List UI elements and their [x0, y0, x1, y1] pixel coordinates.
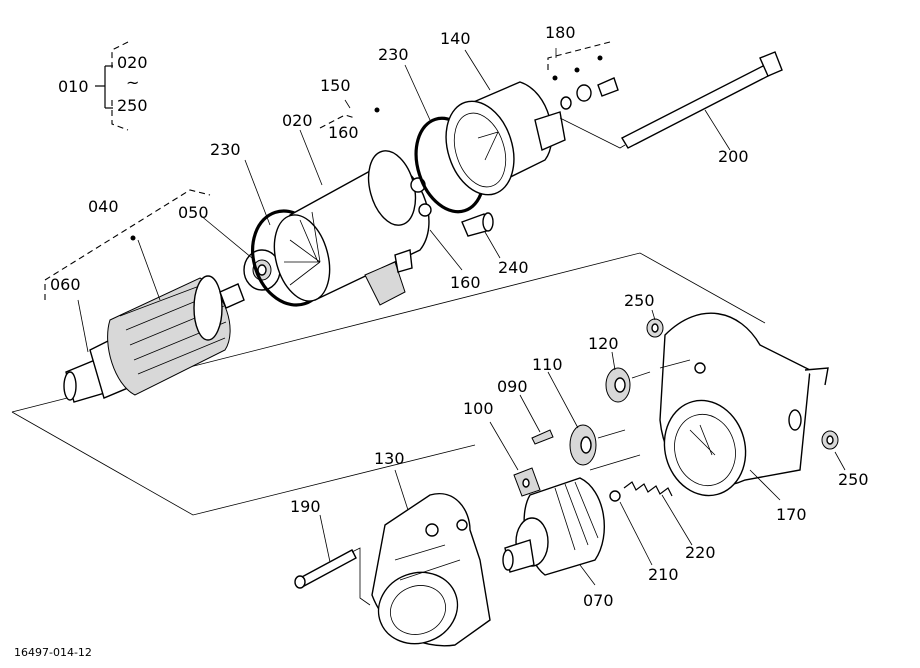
- label-160-lower: 160: [450, 273, 481, 292]
- label-180: 180: [545, 23, 576, 42]
- label-040: 040: [88, 197, 119, 216]
- nut-250-right: [821, 430, 839, 450]
- label-110: 110: [532, 355, 563, 374]
- label-220: 220: [685, 543, 716, 562]
- yoke-020: [273, 107, 432, 306]
- label-070: 070: [583, 591, 614, 610]
- label-020: 020: [282, 111, 313, 130]
- label-120: 120: [588, 334, 619, 353]
- label-240: 240: [498, 258, 529, 277]
- label-250-upper: 250: [624, 291, 655, 310]
- label-020-range-start: 020: [117, 53, 148, 72]
- spring-220: [623, 481, 673, 497]
- through-bolt-200: [621, 51, 783, 149]
- label-200: 200: [718, 147, 749, 166]
- group-180-parts: [547, 41, 626, 149]
- label-250-range-end: 250: [117, 96, 148, 115]
- bolt-190: [294, 547, 371, 606]
- clutch-070: [502, 477, 606, 576]
- label-090: 090: [497, 377, 528, 396]
- armature-shaft: [44, 189, 245, 403]
- label-160-upper: 160: [328, 123, 359, 142]
- label-010: 010: [58, 77, 89, 96]
- label-190: 190: [290, 497, 321, 516]
- gear-110: [569, 424, 641, 471]
- drive-housing-170: [659, 312, 829, 497]
- assembly-outline: [11, 252, 766, 413]
- label-150: 150: [320, 76, 351, 95]
- label-range-tilde: ~: [126, 73, 139, 92]
- brush-holder-140: [445, 81, 566, 196]
- label-170: 170: [776, 505, 807, 524]
- ball-210: [609, 490, 621, 502]
- drawing-reference-code: 16497-014-12: [14, 646, 92, 659]
- label-210: 210: [648, 565, 679, 584]
- label-230-lower: 230: [210, 140, 241, 159]
- front-housing-130: [371, 493, 491, 647]
- label-250-right: 250: [838, 470, 869, 489]
- label-050: 050: [178, 203, 209, 222]
- gear-120: [605, 359, 691, 403]
- pin-090: [531, 429, 554, 445]
- label-060: 060: [50, 275, 81, 294]
- label-100: 100: [463, 399, 494, 418]
- label-230-upper: 230: [378, 45, 409, 64]
- screw-240-head: [482, 212, 494, 232]
- group-010-bracket: [95, 41, 129, 131]
- nut-250-upper: [646, 318, 664, 338]
- leader-lines: [77, 48, 846, 586]
- retainer-100: [513, 467, 541, 497]
- assembly-outline-lower: [11, 411, 476, 516]
- label-130: 130: [374, 449, 405, 468]
- label-140: 140: [440, 29, 471, 48]
